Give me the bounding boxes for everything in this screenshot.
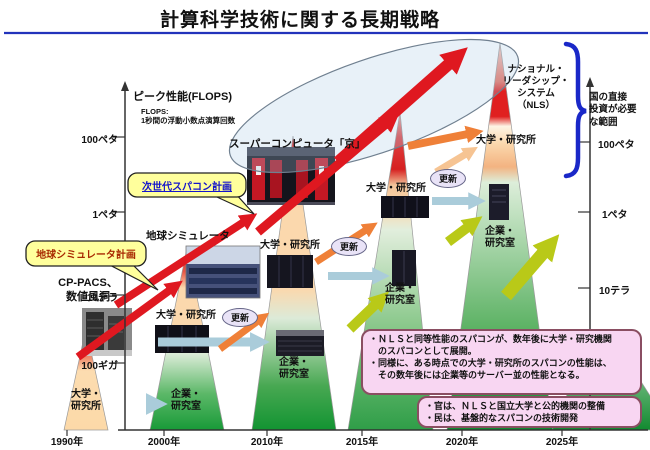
year-2020: 2020年	[445, 437, 479, 448]
year-2015: 2015年	[345, 437, 379, 448]
left-axis-arrowhead	[121, 81, 129, 91]
right-tick-100peta: 100ペタ	[598, 140, 635, 151]
year-2010: 2010年	[250, 437, 284, 448]
notes-box-main: ・ＮＬＳと同等性能のスパコンが、数年後に大学・研究機関 のスパコンとして展開。 …	[361, 329, 642, 395]
cone2000-univ-label: 大学・研究所	[156, 310, 216, 321]
cone2010-univ-label: 大学・研究所	[260, 240, 320, 251]
earth-simulator-image	[185, 245, 261, 299]
red-arrow-2000-2010	[113, 213, 258, 309]
cone2020-corp-label: 企業・ 研究室	[485, 226, 515, 249]
red-arrow-2015-2020	[334, 47, 468, 167]
server-tower-2015-image	[392, 250, 416, 286]
left-tick-1peta: 1ペタ	[92, 210, 118, 221]
notes-box-sub: ・官は、ＮＬＳと国立大学と公的機関の整備 ・民は、基盤的なスパコンの技術開発	[417, 396, 642, 428]
green-arrow-2020-2025	[501, 234, 560, 301]
green-arrow-2015-2020	[445, 216, 483, 246]
orange-arrow-2015	[407, 125, 484, 150]
progress-arrows	[75, 47, 560, 416]
earth-simulator-label: 地球シミュレータ	[146, 230, 230, 242]
server-rack-2015-image	[381, 196, 429, 218]
left-tick-100giga: 100ギガ	[81, 361, 118, 372]
update-badge-2010: 更新	[331, 237, 367, 256]
earth-sim-plan-callout-shape	[25, 240, 159, 291]
nls-label: ナショナル・ リーダシップ・ システム （NLS）	[502, 64, 570, 111]
cp-pacs-label: CP-PACS、 数値風洞	[58, 277, 118, 303]
flops-definition-note: FLOPS: 1秒間の浮動小数点演算回数	[141, 107, 236, 126]
year-1990: 1990年	[50, 437, 84, 448]
notes-box-sub-bullet1: ・官は、ＮＬＳと国立大学と公的機関の整備	[425, 401, 606, 411]
server-box-2010-image	[276, 330, 324, 356]
right-tick-10tera: 10テラ	[599, 286, 631, 297]
right-axis-arrowhead	[586, 77, 594, 87]
green-arrow-2010-2015	[346, 291, 389, 333]
cone2015-univ-label: 大学・研究所	[366, 183, 426, 194]
server-tower-2020-image	[489, 184, 509, 220]
nls-brace	[563, 41, 587, 179]
year-2000: 2000年	[147, 437, 181, 448]
orange-arrow-2000	[217, 312, 270, 352]
cone2020-univ-label: 大学・研究所	[476, 135, 536, 146]
page-title: 計算科学技術に関する長期戦略	[159, 10, 440, 31]
right-tick-1peta: 1ペタ	[602, 210, 628, 221]
cone2010-corp-label: 企業・ 研究室	[279, 357, 309, 380]
left-tick-100peta: 100ペタ	[81, 135, 118, 146]
axis-ticks	[66, 136, 590, 436]
cone1990-univ-label: 大学・ 研究所	[71, 389, 101, 412]
left-tick-10tera: 10テラ	[86, 293, 118, 304]
kei-supercomputer-label: スーパーコンピュータ「京」	[229, 138, 366, 150]
national-investment-note: 国の直接 投資が必要 な範囲	[589, 92, 637, 128]
server-rack-2010-image	[267, 255, 313, 288]
left-axis-title: ピーク性能(FLOPS)	[133, 91, 232, 103]
update-badge-2000: 更新	[222, 308, 258, 327]
cone2015-corp-label: 企業・ 研究室	[385, 283, 415, 306]
next-gen-plan-callout: 次世代スパコン計画	[142, 182, 232, 193]
red-arrow-1990-2000	[75, 280, 183, 361]
notes-box-sub-bullet2: ・民は、基盤的なスパコンの技術開発	[425, 412, 579, 423]
earth-sim-plan-callout: 地球シミュレータ計画	[36, 250, 136, 261]
update-badge-2015: 更新	[430, 169, 466, 188]
notes-box-main-bullet2: ・同様に、ある時点での大学・研究所のスパコンの性能は、 その数年後には企業等のサ…	[369, 357, 612, 380]
cone2000-corp-label: 企業・ 研究室	[171, 389, 201, 412]
notes-box-main-bullet1: ・ＮＬＳと同等性能のスパコンが、数年後に大学・研究機関 のスパコンとして展開。	[369, 334, 612, 356]
year-2025: 2025年	[545, 437, 579, 448]
next-gen-plan-callout-shape	[127, 172, 255, 215]
cone-1990	[63, 327, 109, 431]
